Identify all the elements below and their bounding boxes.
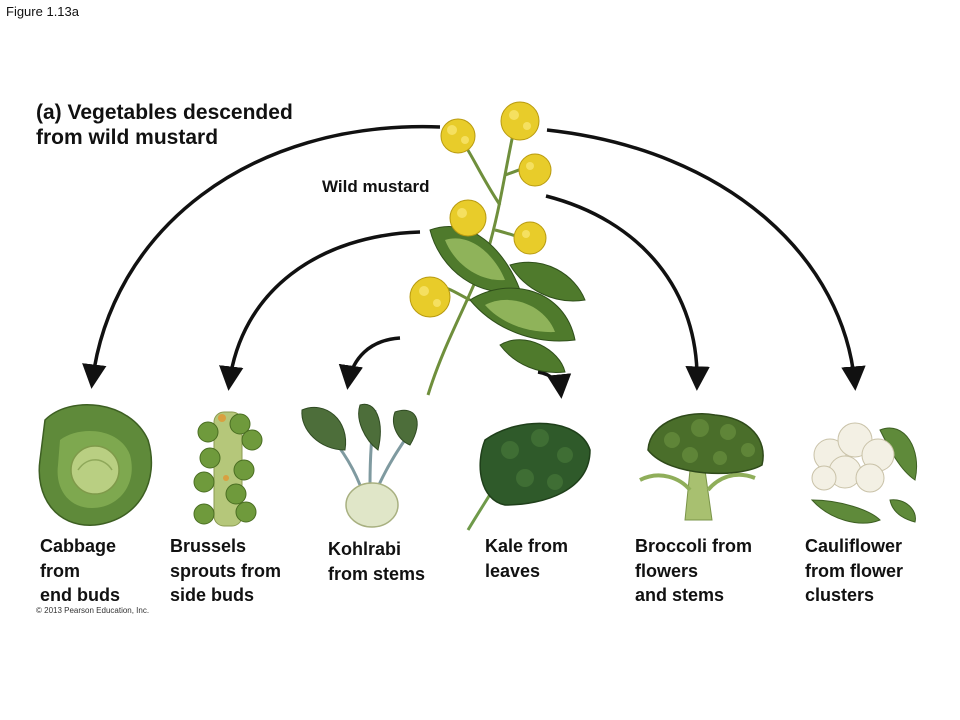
caption-cauliflower: Cauliflower from flower clusters (805, 534, 903, 608)
caption-line: Broccoli from (635, 536, 753, 556)
wild-mustard-label: Wild mustard (322, 177, 430, 196)
caption-brussels-sprouts: Brussels sprouts from side buds (170, 534, 281, 608)
wild-mustard-plant (409, 101, 586, 396)
caption-line: from flower (805, 560, 904, 581)
copyright-notice: © 2013 Pearson Education, Inc. (36, 606, 150, 615)
arrow-to-cauliflower (546, 128, 866, 391)
broccoli-image (639, 413, 764, 521)
caption-line: Cabbage (40, 536, 117, 556)
kale-image (466, 422, 591, 531)
arrows (82, 124, 866, 399)
figure-label: Figure 1.13a (6, 4, 79, 19)
arrow-to-kohlrabi (338, 336, 401, 390)
kohlrabi-image (301, 403, 418, 528)
caption-line: end buds (40, 585, 120, 605)
arrow-to-broccoli (545, 194, 710, 391)
caption-line: from stems (328, 563, 426, 584)
arrow-to-brussels (219, 230, 421, 391)
caption-line: and stems (635, 585, 725, 605)
brussels-sprouts-image (193, 411, 263, 527)
cauliflower-image (810, 422, 917, 524)
caption-line: clusters (805, 585, 875, 605)
caption-line: leaves (485, 560, 541, 581)
caption-line: Cauliflower (805, 536, 903, 556)
title-line-2: from wild mustard (36, 126, 219, 149)
caption-line: Brussels (170, 536, 247, 556)
caption-line: Kale from (485, 536, 569, 556)
caption-line: sprouts from (170, 560, 282, 581)
diagram-title: (a) Vegetables descended from wild musta… (36, 100, 293, 150)
arrow-to-kale (537, 370, 572, 399)
caption-kale: Kale from leaves (485, 534, 568, 583)
title-line-1: (a) Vegetables descended (36, 101, 293, 124)
caption-broccoli: Broccoli from flowers and stems (635, 534, 752, 608)
cabbage-image (38, 403, 153, 526)
caption-line: from (40, 560, 80, 581)
caption-line: flowers (635, 560, 699, 581)
caption-line: Kohlrabi (328, 539, 402, 559)
arrow-to-cabbage (82, 124, 441, 389)
caption-line: side buds (170, 585, 255, 605)
caption-kohlrabi: Kohlrabi from stems (328, 537, 425, 586)
caption-cabbage: Cabbage from end buds (40, 534, 120, 608)
